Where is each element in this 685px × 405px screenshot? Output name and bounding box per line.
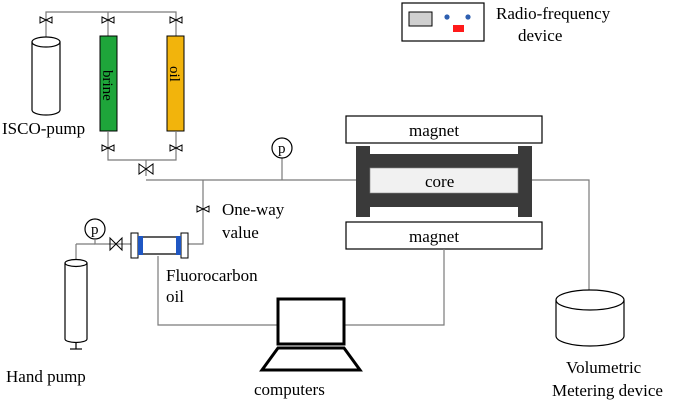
- core-sample: [369, 167, 519, 194]
- volumetric-label-line2: Metering device: [552, 381, 663, 400]
- computer-icon: [259, 297, 363, 372]
- core-holder: core: [356, 146, 532, 217]
- fluoro-computer-wire: [157, 256, 278, 326]
- rf-indicator-right: [465, 14, 471, 20]
- isco-pump-icon: [31, 36, 61, 116]
- core-holder-top-bar: [370, 154, 518, 168]
- top-valves: [39, 16, 183, 24]
- one-way-label-line1: One-way: [222, 200, 285, 219]
- top-manifold: [45, 11, 177, 40]
- core-holder-bottom-bar: [370, 193, 518, 207]
- valve-icon: [169, 144, 183, 152]
- pressure-gauge-hand-label: p: [91, 222, 99, 238]
- outlet-pipe: [532, 179, 590, 292]
- oil-cylinder: [166, 35, 185, 132]
- magnet-bottom-label: magnet: [409, 227, 459, 246]
- fluorocarbon-label-line2: oil: [166, 287, 184, 306]
- one-way-label-line2: value: [222, 223, 259, 242]
- computers-label: computers: [254, 380, 325, 399]
- volumetric-label-line1: Volumetric: [566, 358, 642, 377]
- gauge-icon: [271, 137, 293, 159]
- fluorocarbon-label-line1: Fluorocarbon: [166, 266, 258, 285]
- magnet-computer-wire: [344, 249, 445, 326]
- one-way-branch: One-way value: [188, 180, 285, 245]
- valve-icon: [39, 16, 53, 24]
- hand-pump-label: Hand pump: [6, 367, 86, 386]
- rf-display: [408, 11, 433, 27]
- brine-column: brine: [99, 35, 118, 132]
- magnet-top: magnet: [345, 115, 543, 144]
- oil-label: oil: [166, 66, 182, 82]
- rf-device-label-line2: device: [518, 26, 562, 45]
- valve-icon: [109, 236, 123, 252]
- radio-frequency-device: Radio-frequency device: [401, 2, 611, 45]
- brine-label: brine: [99, 70, 115, 101]
- valve-icon: [101, 144, 115, 152]
- valve-icon: [101, 16, 115, 24]
- hand-pump-icon: [64, 258, 88, 350]
- one-way-valve-icon: [196, 205, 210, 213]
- core-holder-left-cap: [356, 146, 370, 217]
- volumetric-metering-device-icon: [555, 289, 625, 347]
- rf-indicator-left: [444, 14, 450, 20]
- core-holder-right-cap: [518, 146, 532, 217]
- magnet-bottom: magnet: [345, 221, 543, 250]
- pressure-gauge-main-label: p: [278, 141, 286, 157]
- rf-device-label-line1: Radio-frequency: [496, 4, 611, 23]
- column-outlet-piping: [107, 131, 368, 181]
- magnet-top-label: magnet: [409, 121, 459, 140]
- isco-pump-label: ISCO-pump: [2, 119, 85, 138]
- pressure-gauge-main: p: [271, 137, 293, 180]
- core-label: core: [425, 172, 454, 191]
- rf-red-button: [453, 25, 464, 32]
- valve-icon: [138, 163, 154, 175]
- oil-column: oil: [166, 35, 185, 132]
- fluorocarbon-oil-container: Fluorocarbon oil: [130, 232, 258, 306]
- pressure-gauge-hand: p: [75, 218, 131, 262]
- valve-icon: [169, 16, 183, 24]
